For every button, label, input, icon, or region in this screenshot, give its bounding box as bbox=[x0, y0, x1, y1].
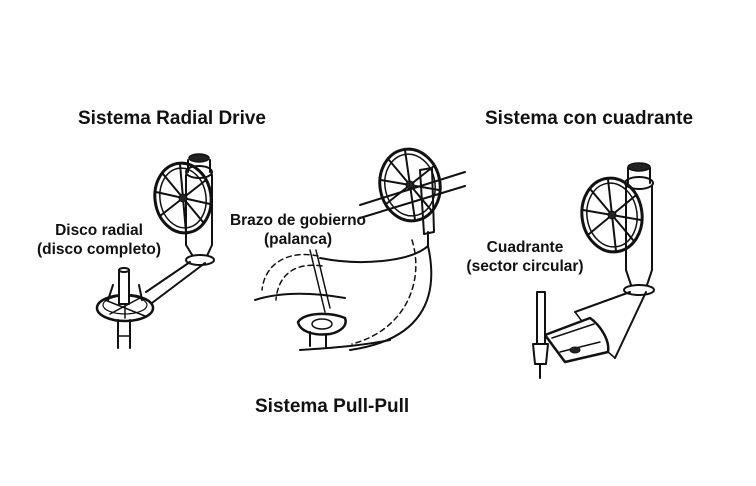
label-radial-disc-line1: Disco radial bbox=[55, 222, 143, 239]
label-tiller-arm-line1: Brazo de gobierno bbox=[229, 212, 367, 229]
title-quadrant-system: Sistema con cuadrante bbox=[485, 108, 694, 129]
steering-wheel-radial-drive-icon bbox=[95, 153, 215, 349]
steering-wheel-quadrant-icon bbox=[532, 162, 655, 379]
label-quadrant-line2: (sector circular) bbox=[466, 258, 584, 275]
label-quadrant: Cuadrante (sector circular) bbox=[455, 238, 595, 276]
label-quadrant-line1: Cuadrante bbox=[486, 239, 564, 256]
title-pull-pull-system: Sistema Pull-Pull bbox=[255, 396, 410, 417]
steering-wheel-pull-pull-icon bbox=[254, 147, 466, 351]
label-radial-disc: Disco radial (disco completo) bbox=[24, 221, 174, 259]
label-radial-disc-line2: (disco completo) bbox=[36, 241, 161, 258]
title-radial-drive: Sistema Radial Drive bbox=[78, 108, 266, 129]
label-tiller-arm: Brazo de gobierno (palanca) bbox=[218, 211, 378, 249]
label-tiller-arm-line2: (palanca) bbox=[263, 231, 333, 248]
